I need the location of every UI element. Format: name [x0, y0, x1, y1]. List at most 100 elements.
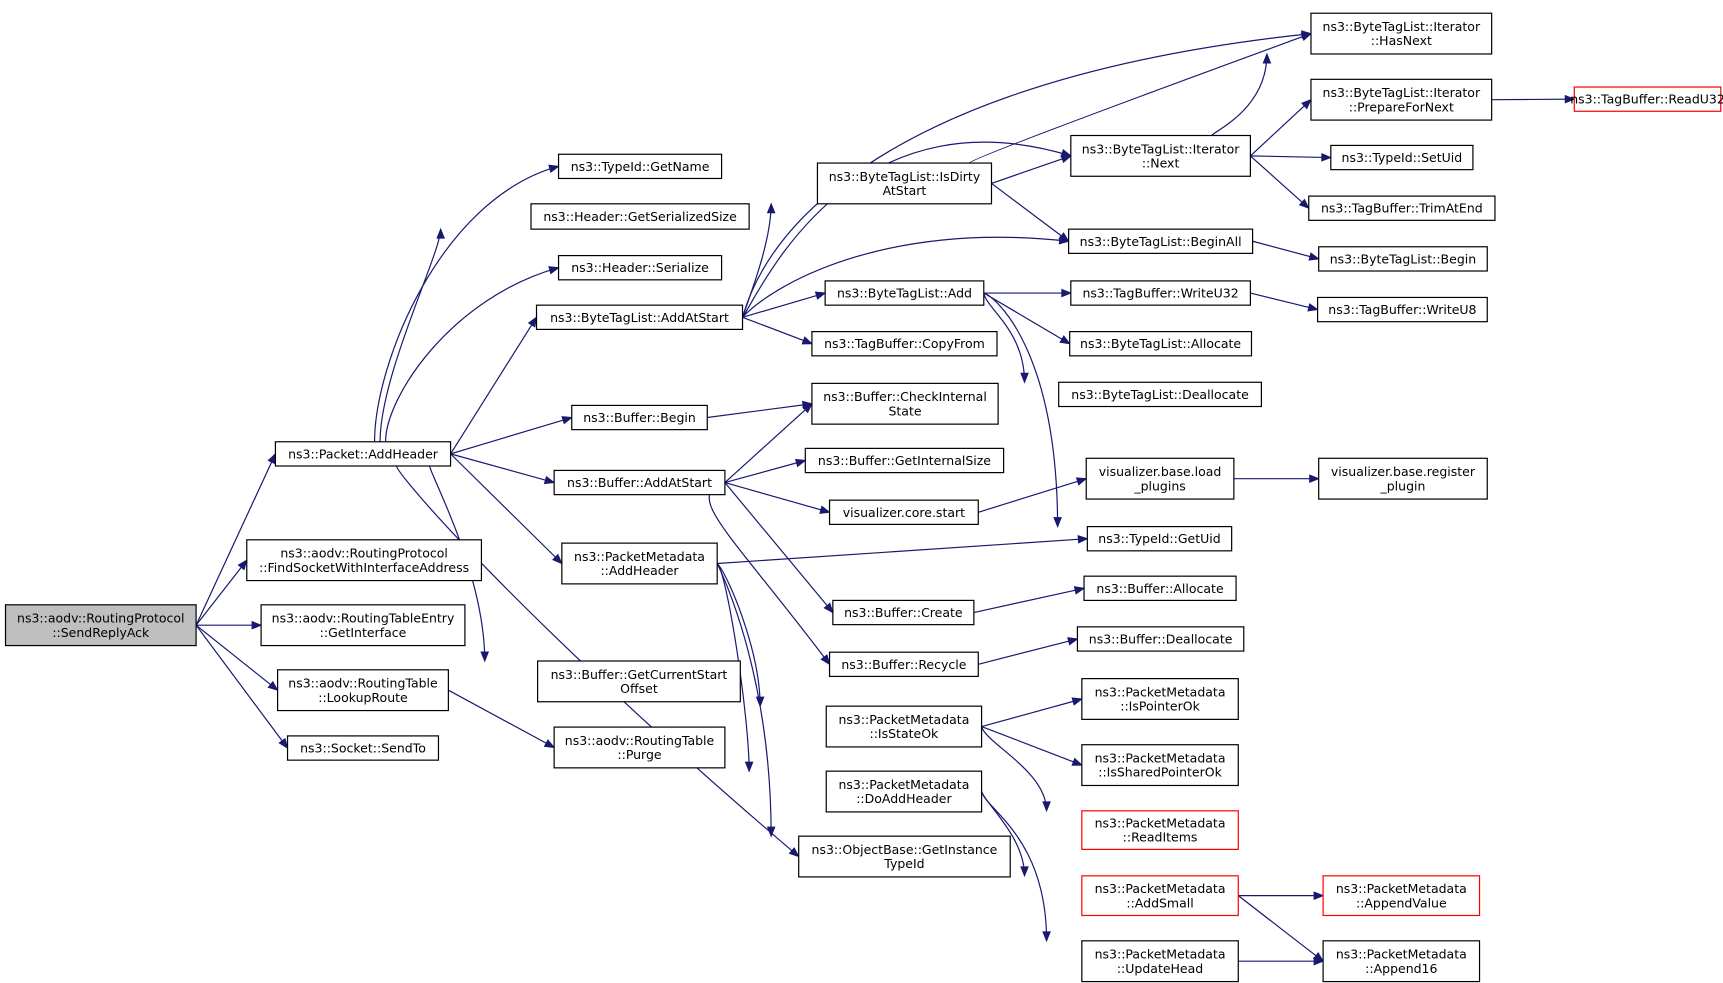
graph-node[interactable]: ns3::Buffer::Recycle [828, 651, 979, 678]
graph-node[interactable]: ns3::PacketMetadata::Append16 [1322, 940, 1481, 983]
graph-node[interactable]: ns3::aodv::RoutingProtocol::FindSocketWi… [246, 539, 483, 582]
graph-node[interactable]: ns3::aodv::RoutingTable::Purge [553, 726, 726, 769]
node-box[interactable] [1070, 280, 1251, 306]
graph-node[interactable]: ns3::ByteTagList::Deallocate [1058, 381, 1263, 408]
node-box[interactable] [4, 604, 197, 647]
node-box[interactable] [1085, 457, 1235, 500]
node-box[interactable] [804, 447, 1005, 474]
node-box[interactable] [260, 604, 466, 647]
node-box[interactable] [1081, 875, 1239, 917]
graph-node[interactable]: ns3::PacketMetadata::AddSmall [1081, 875, 1239, 917]
graph-node[interactable]: ns3::TypeId::GetName [557, 153, 723, 180]
node-box[interactable] [825, 770, 983, 813]
node-box[interactable] [1083, 575, 1237, 602]
graph-node[interactable]: ns3::ByteTagList::Allocate [1069, 331, 1253, 357]
node-box[interactable] [1070, 134, 1251, 177]
graph-node[interactable]: ns3::PacketMetadata::IsStateOk [825, 705, 983, 748]
node-box[interactable] [824, 280, 985, 306]
graph-node[interactable]: ns3::ByteTagList::Iterator::PrepareForNe… [1310, 78, 1493, 121]
graph-node[interactable]: ns3::ByteTagList::Iterator::Next [1070, 134, 1251, 177]
graph-node[interactable]: ns3::Header::Serialize [557, 254, 723, 281]
graph-node[interactable]: ns3::TypeId::SetUid [1330, 144, 1474, 171]
graph-node[interactable]: ns3::aodv::RoutingProtocol::SendReplyAck [4, 604, 197, 647]
node-box[interactable] [1322, 940, 1481, 983]
graph-node[interactable]: ns3::ByteTagList::BeginAll [1068, 228, 1254, 254]
graph-node[interactable]: ns3::PacketMetadata::UpdateHead [1081, 940, 1239, 983]
node-box[interactable] [811, 382, 999, 425]
graph-node[interactable]: ns3::TagBuffer::TrimAtEnd [1308, 195, 1496, 221]
graph-node[interactable]: ns3::ByteTagList::AddAtStart [535, 304, 744, 330]
node-box[interactable] [1058, 381, 1263, 408]
graph-node[interactable]: ns3::Buffer::Deallocate [1076, 626, 1245, 652]
node-box[interactable] [825, 705, 983, 748]
node-box[interactable] [1310, 12, 1493, 55]
graph-node[interactable]: ns3::ByteTagList::Iterator::HasNext [1310, 12, 1493, 55]
node-box[interactable] [557, 153, 723, 180]
node-box[interactable] [535, 304, 744, 330]
node-box[interactable] [1081, 678, 1239, 720]
graph-node[interactable]: ns3::TypeId::GetUid [1086, 525, 1233, 552]
graph-node[interactable]: ns3::TagBuffer::ReadU32 [1570, 86, 1723, 112]
node-box[interactable] [1081, 744, 1239, 787]
graph-node[interactable]: ns3::ByteTagList::Begin [1318, 246, 1488, 272]
node-box[interactable] [811, 331, 998, 357]
node-box[interactable] [1573, 86, 1722, 112]
node-box[interactable] [1310, 78, 1493, 121]
node-box[interactable] [816, 162, 993, 205]
graph-node[interactable]: ns3::PacketMetadata::AddHeader [561, 542, 718, 585]
node-box[interactable] [1322, 875, 1481, 917]
graph-node[interactable]: ns3::PacketMetadata::DoAddHeader [825, 770, 983, 813]
graph-node[interactable]: ns3::Buffer::Begin [571, 404, 708, 431]
node-box[interactable] [828, 651, 979, 678]
node-box[interactable] [537, 660, 741, 703]
graph-node[interactable]: ns3::TagBuffer::CopyFrom [811, 331, 998, 357]
graph-node[interactable]: ns3::Socket::SendTo [286, 735, 440, 761]
node-box[interactable] [1081, 940, 1239, 983]
graph-node[interactable]: ns3::aodv::RoutingTableEntry::GetInterfa… [260, 604, 466, 647]
graph-node[interactable]: ns3::Buffer::AddAtStart [553, 469, 726, 496]
node-box[interactable] [274, 441, 452, 467]
node-box[interactable] [1086, 525, 1233, 552]
node-box[interactable] [1318, 457, 1488, 500]
node-box[interactable] [1330, 144, 1474, 171]
node-box[interactable] [828, 499, 979, 525]
graph-node[interactable]: ns3::Packet::AddHeader [274, 441, 452, 467]
graph-node[interactable]: ns3::Buffer::GetInternalSize [804, 447, 1005, 474]
node-box[interactable] [1308, 195, 1496, 221]
graph-node[interactable]: ns3::Buffer::Create [832, 599, 975, 626]
graph-node[interactable]: ns3::Buffer::Allocate [1083, 575, 1237, 602]
graph-node[interactable]: ns3::aodv::RoutingTable::LookupRoute [277, 669, 449, 712]
graph-node[interactable]: ns3::PacketMetadata::AppendValue [1322, 875, 1481, 917]
node-box[interactable] [571, 404, 708, 431]
node-box[interactable] [553, 469, 726, 496]
node-box[interactable] [277, 669, 449, 712]
node-box[interactable] [246, 539, 483, 582]
node-box[interactable] [553, 726, 726, 769]
node-box[interactable] [557, 254, 723, 281]
node-box[interactable] [1318, 246, 1488, 272]
graph-node[interactable]: ns3::Header::GetSerializedSize [530, 203, 750, 230]
node-box[interactable] [561, 542, 718, 585]
graph-node[interactable]: ns3::PacketMetadata::ReadItems [1081, 810, 1239, 850]
node-box[interactable] [832, 599, 975, 626]
node-box[interactable] [1316, 296, 1488, 323]
node-box[interactable] [1081, 810, 1239, 850]
graph-node[interactable]: ns3::PacketMetadata::IsPointerOk [1081, 678, 1239, 720]
graph-node[interactable]: ns3::TagBuffer::WriteU8 [1316, 296, 1488, 323]
graph-node[interactable]: ns3::ByteTagList::Add [824, 280, 985, 306]
node-box[interactable] [530, 203, 750, 230]
node-box[interactable] [1068, 228, 1254, 254]
graph-node[interactable]: visualizer.base.load_plugins [1085, 457, 1235, 500]
graph-node[interactable]: ns3::PacketMetadata::IsSharedPointerOk [1081, 744, 1239, 787]
node-box[interactable] [1076, 626, 1245, 652]
node-box[interactable] [286, 735, 440, 761]
node-box[interactable] [1069, 331, 1253, 357]
graph-node[interactable]: visualizer.base.register_plugin [1318, 457, 1488, 500]
graph-node[interactable]: visualizer.core.start [828, 499, 979, 525]
node-box[interactable] [798, 835, 1011, 878]
graph-node[interactable]: ns3::TagBuffer::WriteU32 [1070, 280, 1251, 306]
